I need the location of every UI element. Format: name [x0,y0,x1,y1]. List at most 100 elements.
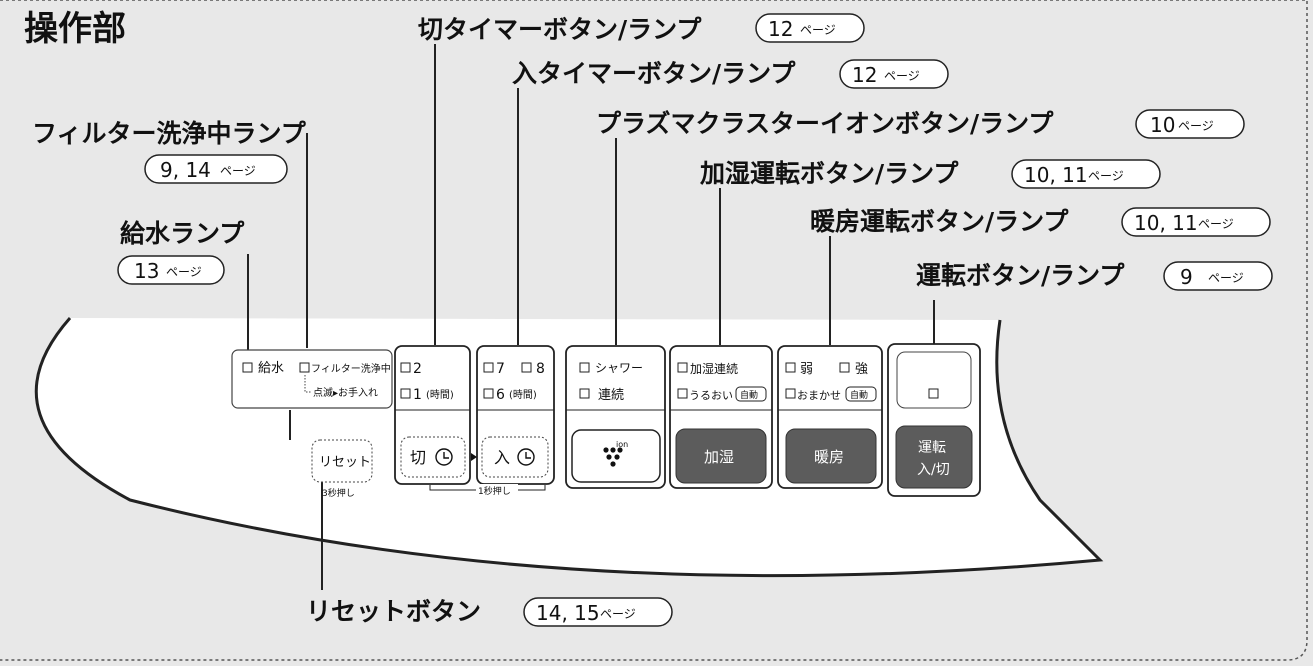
callout-water-label: 給水ランプ [120,219,245,248]
off-timer-unit: (時間) [426,389,454,401]
ion-button-label: ion [616,440,628,449]
callout-plasmacluster-page: ページ [1178,119,1214,133]
callout-off-timer-ref: 12 [768,17,793,41]
callout-run-label: 運転ボタン/ランプ [916,261,1125,290]
callout-humidify-label: 加湿運転ボタン/ランプ [699,159,959,188]
callout-humidify-page: ページ [1088,169,1124,183]
on-timer-lamp-7 [483,362,494,373]
heating-weak-lamp [785,362,796,373]
clock-icon [435,448,453,466]
callout-humidify-ref-box [1011,159,1161,189]
on-timer-button-label: 入 [494,448,510,467]
callout-reset-label: リセットボタン [306,597,481,626]
off-timer-lamp-2-label: 2 [413,361,422,377]
heating-button-label: 暖房 [814,448,844,466]
on-timer-unit: (時間) [509,389,537,401]
on-timer-button[interactable] [481,436,549,478]
callout-filter-label: フィルター洗浄中ランプ [32,119,307,148]
callout-plasmacluster-label: プラズマクラスターイオンボタン/ランプ [596,109,1054,138]
ion-continuous-lamp [579,388,590,399]
callout-water-ref: 13 [134,259,159,283]
on-timer-lamp-8 [521,362,532,373]
callout-on-timer-label: 入タイマーボタン/ランプ [512,59,796,88]
water-lamp-label: 給水 [258,361,284,376]
callout-off-timer-label: 切タイマーボタン/ランプ [418,15,702,44]
humidify-auto-badge [735,386,767,402]
off-timer-button[interactable] [400,436,466,478]
timer-arrow-icon [471,453,477,461]
callout-filter-ref: 9, 14 [160,158,211,182]
humidify-auto-badge-label: 自動 [740,389,758,401]
run-button-label-line2: 入/切 [917,462,950,478]
filter-lamp-label: フィルター洗浄中 [311,362,391,375]
timer-note: 1秒押し [478,485,511,497]
callout-water-page: ページ [166,265,202,279]
on-timer-lamp-6 [483,388,494,399]
heating-strong-lamp-label: 強 [855,362,868,377]
reset-note: 3秒押し [322,487,355,499]
run-lamp-window [896,351,972,409]
heating-omakase-lamp-label: おまかせ [797,389,841,402]
on-timer-lamp-6-label: 6 [496,387,505,403]
heating-auto-badge [845,386,877,402]
timer-note-bg [476,484,518,496]
on-timer-lamp-8-label: 8 [536,361,545,377]
callout-reset-page: ページ [600,607,636,621]
off-timer-lamp-2 [400,362,411,373]
humidify-uruoi-lamp [677,388,688,399]
run-button[interactable] [895,425,973,489]
callout-heating-label: 暖房運転ボタン/ランプ [810,207,1069,236]
callout-heating-page: ページ [1198,217,1234,231]
callout-water-ref-box [117,255,225,285]
water-lamp [242,362,253,373]
off-timer-lamp-1-label: 1 [413,387,422,403]
humidify-continuous-lamp [677,362,688,373]
callout-plasmacluster-ref: 10 [1150,113,1175,137]
heating-omakase-lamp [785,388,796,399]
heating-auto-badge-label: 自動 [850,389,868,401]
page-title: 操作部 [24,9,126,49]
heating-weak-lamp-label: 弱 [800,362,813,377]
on-timer-lamp-7-label: 7 [496,361,505,377]
leader-lines [247,44,935,590]
humidify-uruoi-lamp-label: うるおい [689,389,733,402]
callout-filter-page: ページ [220,164,256,178]
status-lamp-area [231,349,393,409]
humidify-button-label: 加湿 [704,448,734,466]
off-timer-button-label: 切 [410,448,426,467]
callout-on-timer-page: ページ [884,69,920,83]
ion-shower-lamp [579,362,590,373]
callout-plasmacluster-ref-box [1135,109,1245,139]
humidify-continuous-lamp-label: 加湿連続 [690,361,738,376]
callout-run-page: ページ [1208,271,1244,285]
off-timer-lamp-1 [400,388,411,399]
callout-off-timer-ref-box [755,13,865,43]
plasmacluster-icon [603,447,623,467]
heating-strong-lamp [839,362,850,373]
callout-heating-ref: 10, 11 [1134,211,1198,235]
callout-heating-ref-box [1121,207,1271,237]
callout-filter-ref-box [144,154,288,184]
blink-note: 点滅▸お手入れ [313,386,378,399]
filter-lamp [299,362,310,373]
ion-continuous-lamp-label: 連続 [598,388,624,403]
callout-run-ref-box [1163,261,1273,291]
callout-off-timer-page: ページ [800,23,836,37]
callout-on-timer-ref-box [839,59,949,89]
callout-reset-ref-box [523,597,673,627]
clock-icon [517,448,535,466]
reset-button-label: リセット [319,455,371,470]
callout-humidify-ref: 10, 11 [1024,163,1088,187]
run-button-label-line1: 運転 [918,440,946,456]
blink-note-bracket [304,375,312,393]
heating-button[interactable] [785,428,877,484]
run-lamp [928,388,939,399]
callout-on-timer-ref: 12 [852,63,877,87]
humidify-button[interactable] [675,428,767,484]
reset-button[interactable] [311,439,373,483]
callout-run-ref: 9 [1180,265,1193,289]
ion-shower-lamp-label: シャワー [595,361,643,375]
callout-reset-ref: 14, 15 [536,601,600,625]
